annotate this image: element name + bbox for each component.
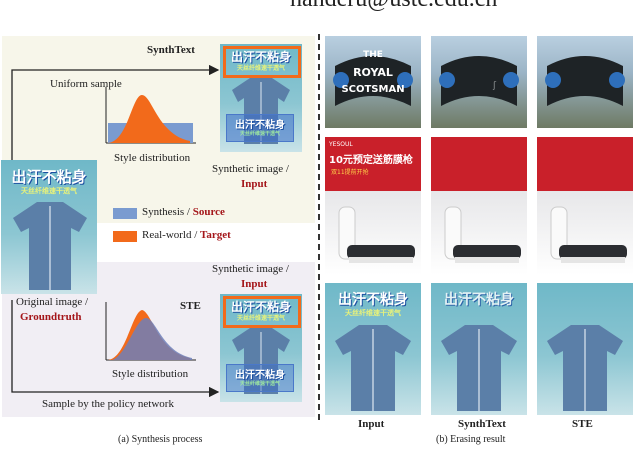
synthtext-title: SynthText xyxy=(147,44,195,56)
column-label-synthtext: SynthText xyxy=(458,418,506,430)
sign-board-erased-synthtext: ʃ xyxy=(439,56,519,106)
shirt-title-text: 出汗不粘身 xyxy=(230,50,291,64)
treadmill-graphic-3 xyxy=(550,206,627,263)
real-world-distribution-curve xyxy=(108,95,190,143)
ste-subtitle-overlay: 天丝纤维速干透气 xyxy=(239,381,280,387)
svg-text:ʃ: ʃ xyxy=(492,81,497,91)
legend-synthesis-label: Synthesis / Source xyxy=(142,206,225,218)
sign-text-line2: ROYAL xyxy=(353,66,393,79)
legend-realworld-text: Real-world / xyxy=(142,229,198,241)
legend-realworld-label: Real-world / Target xyxy=(142,229,231,241)
input-label-2: Input xyxy=(241,278,268,290)
row3-synthtext-shirt-graphic xyxy=(441,325,517,411)
row3-ste-shirt-graphic xyxy=(547,325,623,411)
row2-input: YESOUL 10元预定送筋膜枪 双11提前开抢 xyxy=(325,137,421,275)
row2-synthtext xyxy=(431,137,527,275)
legend-source-text: Source xyxy=(192,206,225,218)
ste-shirt-title: 出汗不粘身 xyxy=(230,300,291,314)
shirt-title-overlay: 出汗不粘身 xyxy=(235,120,285,131)
promo-sub: 双11提前开抢 xyxy=(331,169,369,176)
ste-title: STE xyxy=(180,300,201,312)
ste-title-overlay: 出汗不粘身 xyxy=(235,370,285,381)
flow-arrows xyxy=(11,64,220,398)
sign-board-erased-ste xyxy=(545,56,625,106)
row1-ste xyxy=(537,36,633,128)
ste-source-box: 出汗不粘身 天丝纤维速干透气 xyxy=(226,364,294,392)
row1-synthtext: ʃ xyxy=(431,36,527,128)
row3-input: 出汗不粘身 天丝纤维速干透气 xyxy=(325,283,421,415)
caption-b: (b) Erasing result xyxy=(436,434,506,445)
author-email: handeru@ustc.edu.cn xyxy=(290,0,497,13)
row3-synthtext: 出汗不粘身 xyxy=(431,283,527,415)
sign-text-line3: SCOTSMAN xyxy=(341,84,405,95)
synthtext-synthetic-image: 出汗不粘身 天丝纤维速干透气 出汗不粘身 天丝纤维速干透气 xyxy=(220,44,302,152)
synthtext-source-box: 出汗不粘身 天丝纤维速干透气 xyxy=(226,114,294,142)
caption-a: (a) Synthesis process xyxy=(118,434,203,445)
original-image-label: Original image / xyxy=(16,296,89,308)
sign-text-line1: THE xyxy=(363,50,383,60)
legend-synthesis-text: Synthesis / xyxy=(142,206,190,218)
row3-shirt-graphic xyxy=(335,325,411,411)
row1-input: THE ROYAL SCOTSMAN xyxy=(325,36,421,128)
ste-target-box xyxy=(223,296,301,328)
style-distribution-label-1: Style distribution xyxy=(114,152,191,164)
input-label-1: Input xyxy=(241,178,268,190)
row3-shirt-subtitle: 天丝纤维速干透气 xyxy=(345,309,401,317)
original-shirt-title: 出汗不粘身 xyxy=(11,168,87,186)
row3-synthtext-residual-title: 出汗不粘身 xyxy=(444,292,514,308)
policy-distribution-curve xyxy=(112,318,192,360)
sign-board-graphic xyxy=(333,56,413,106)
treadmill-graphic xyxy=(338,206,415,263)
column-label-ste: STE xyxy=(572,418,593,430)
row3-ste xyxy=(537,283,633,415)
promo-headline: 10元预定送筋膜枪 xyxy=(329,155,413,166)
synthtext-target-box xyxy=(223,46,301,78)
groundtruth-label: Groundtruth xyxy=(20,311,82,323)
synthetic-image-label-1: Synthetic image / xyxy=(212,163,289,175)
row2-ste xyxy=(537,137,633,275)
style-distribution-chart-2 xyxy=(105,302,196,361)
column-label-input: Input xyxy=(358,418,385,430)
policy-sample-label: Sample by the policy network xyxy=(42,398,174,410)
shirt-subtitle-text: 天丝纤维速干透气 xyxy=(236,65,285,72)
promo-brand: YESOUL xyxy=(329,141,353,148)
ste-shirt-subtitle: 天丝纤维速干透气 xyxy=(236,315,285,322)
style-distribution-chart-1 xyxy=(105,87,196,144)
original-shirt-subtitle: 天丝纤维速干透气 xyxy=(21,187,77,195)
section-divider xyxy=(318,34,320,420)
shirt-subtitle-overlay: 天丝纤维速干透气 xyxy=(239,131,280,137)
uniform-sample-label: Uniform sample xyxy=(50,78,122,90)
ste-shirt-graphic xyxy=(232,328,290,394)
legend-target-text: Target xyxy=(200,229,231,241)
original-image: 出汗不粘身 天丝纤维速干透气 xyxy=(1,160,97,294)
treadmill-graphic-2 xyxy=(444,206,521,263)
style-distribution-label-2: Style distribution xyxy=(112,368,189,380)
row3-shirt-title: 出汗不粘身 xyxy=(338,292,408,308)
synthetic-image-label-2: Synthetic image / xyxy=(212,263,289,275)
ste-synthetic-image: 出汗不粘身 天丝纤维速干透气 出汗不粘身 天丝纤维速干透气 xyxy=(220,294,302,402)
original-shirt-graphic xyxy=(13,202,87,290)
legend-synthesis-swatch xyxy=(113,208,137,219)
legend-realworld-swatch xyxy=(113,231,137,242)
